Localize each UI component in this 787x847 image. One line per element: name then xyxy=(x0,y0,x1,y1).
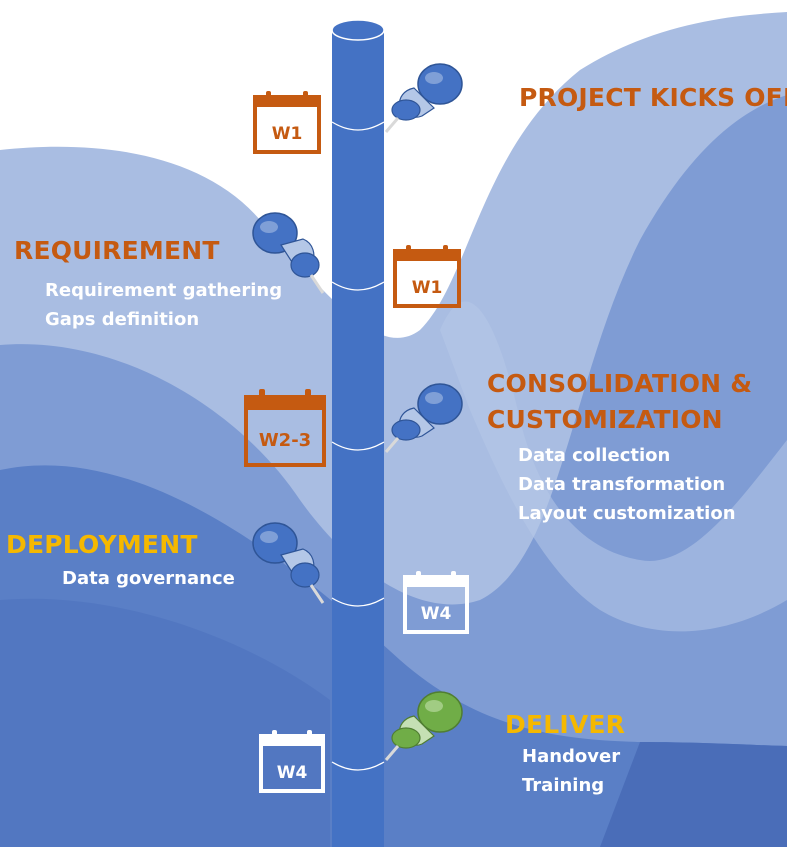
calendar-icon: W4 xyxy=(258,729,326,793)
pushpin-icon xyxy=(252,522,325,604)
calendar-icon: W4 xyxy=(402,570,470,634)
list-item: Data transformation xyxy=(518,474,726,495)
consolidation-title-line1: CONSOLIDATION & xyxy=(487,369,753,398)
list-item: Data collection xyxy=(518,445,671,466)
kickoff-title: PROJECT KICKS OFF xyxy=(519,83,787,112)
consolidation-title-line2: CUSTOMIZATION xyxy=(487,405,723,434)
list-item: Handover xyxy=(522,746,621,767)
requirement-items: Requirement gathering Gaps definition xyxy=(45,276,282,334)
deliver-items: Handover Training xyxy=(522,742,620,800)
week-label: W4 xyxy=(276,763,308,783)
calendar-icon: W2-3 xyxy=(243,388,327,468)
week-label: W1 xyxy=(271,124,303,144)
requirement-title: REQUIREMENT xyxy=(14,236,220,265)
list-item: Gaps definition xyxy=(45,309,200,330)
calendar-icon: W1 xyxy=(392,244,462,308)
pushpin-icon xyxy=(252,212,325,294)
list-item: Requirement gathering xyxy=(45,280,283,301)
timeline-pole xyxy=(331,19,385,847)
pushpin-icon xyxy=(384,63,463,133)
deployment-title: DEPLOYMENT xyxy=(6,530,198,559)
deliver-title: DELIVER xyxy=(505,710,626,739)
list-item: Data governance xyxy=(62,568,235,589)
list-item: Layout customization xyxy=(518,503,736,524)
list-item: Training xyxy=(522,775,605,796)
consolidation-items: Data collection Data transformation Layo… xyxy=(518,441,736,528)
pushpin-icon xyxy=(384,383,463,453)
week-label: W2-3 xyxy=(258,430,312,451)
week-label: W1 xyxy=(411,278,443,298)
week-label: W4 xyxy=(420,604,452,624)
calendar-icon: W1 xyxy=(252,90,322,154)
deployment-items: Data governance xyxy=(62,564,235,593)
pushpin-green-icon xyxy=(384,691,463,761)
